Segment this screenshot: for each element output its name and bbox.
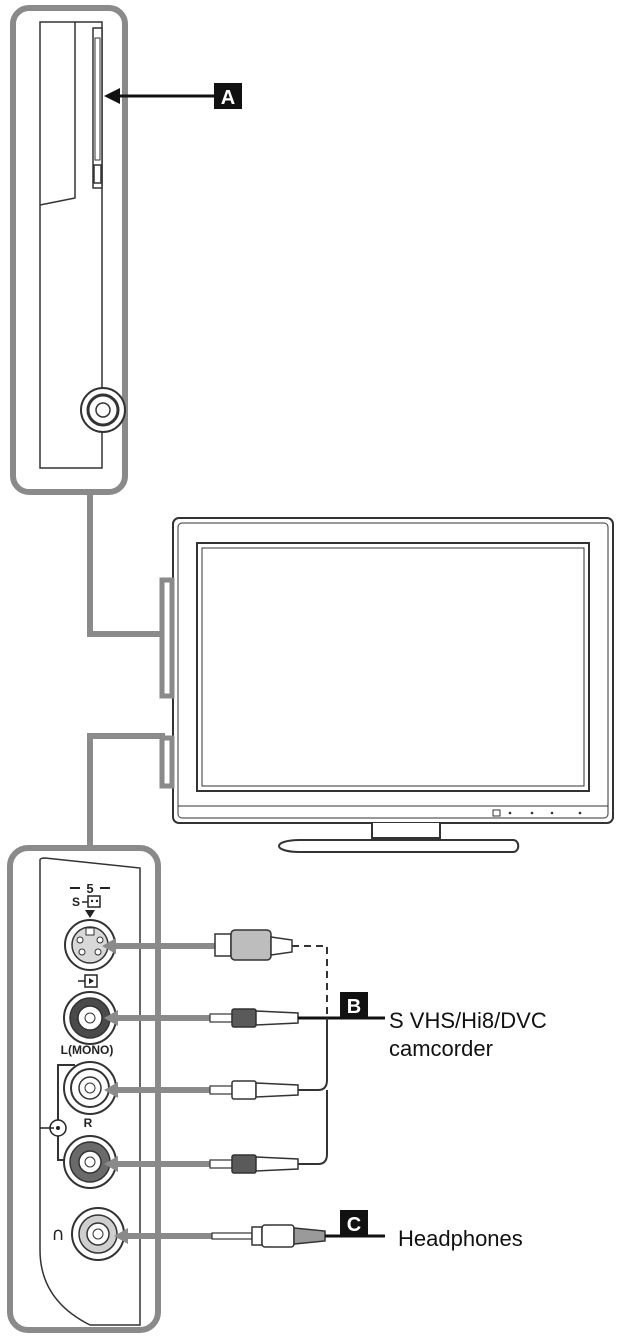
top-connector-line <box>87 492 165 637</box>
tv-stand-neck <box>371 823 441 839</box>
video-input-icon <box>78 974 98 988</box>
tv-screen <box>196 542 590 792</box>
badge-a-label: A <box>221 87 235 109</box>
camcorder-label-line2: camcorder <box>389 1036 493 1061</box>
s-video-jack <box>64 919 116 971</box>
bottom-panel-inner-edge <box>39 857 141 1326</box>
audio-left-jack <box>63 1061 117 1115</box>
video-jack <box>63 991 117 1045</box>
badge-b: B <box>340 992 368 1018</box>
audio-input-icon <box>40 1119 67 1137</box>
badge-b-label: B <box>347 996 361 1018</box>
tv-side-rail-lower <box>159 735 175 789</box>
bottom-connector-line <box>87 733 165 845</box>
camcorder-label-line1: S VHS/Hi8/DVC <box>389 1008 547 1033</box>
right-label: R <box>84 1116 93 1130</box>
memory-card-slot-inner <box>94 37 101 161</box>
memory-card-slot <box>92 27 103 189</box>
s-video-cable <box>102 929 328 1050</box>
tv-set <box>159 517 614 853</box>
left-mono-label: L(MONO) <box>61 1043 114 1057</box>
audio-right-cable <box>104 1090 328 1174</box>
s-video-arrow <box>85 910 95 918</box>
audio-right-jack <box>63 1135 117 1189</box>
input-number-label: 5 <box>86 881 93 896</box>
headphone-icon: ∩ <box>51 1224 64 1245</box>
tv-power-button <box>492 809 501 817</box>
badge-a: A <box>214 83 242 109</box>
top-panel-inner-edge <box>39 21 103 469</box>
s-video-label: S <box>72 895 80 909</box>
badge-c-label: C <box>347 1214 361 1236</box>
headphone-cable <box>114 1224 385 1248</box>
tv-stand-base <box>278 839 520 853</box>
memory-card-indicator <box>93 164 102 184</box>
badge-c: C <box>340 1210 368 1236</box>
audio-left-cable <box>104 1018 328 1100</box>
headphones-label: Headphones <box>398 1226 523 1251</box>
tv-side-rail-upper <box>159 577 175 699</box>
top-side-panel: A <box>10 5 242 495</box>
s-video-input-icon <box>82 895 101 908</box>
top-panel-bevel <box>39 22 76 206</box>
headphone-jack <box>71 1207 125 1261</box>
